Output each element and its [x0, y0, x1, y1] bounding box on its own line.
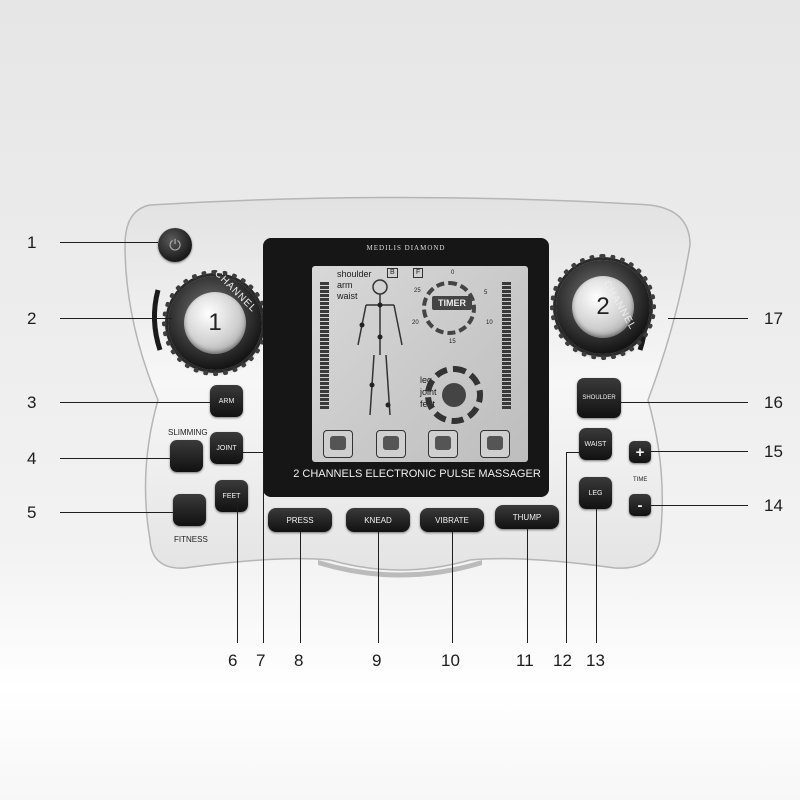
timer-tick-5: 5 — [484, 290, 488, 296]
time-label: TIME — [633, 477, 648, 483]
callout-line-1 — [60, 242, 158, 243]
callout-number-9: 9 — [372, 651, 382, 670]
timer-tick-10: 10 — [486, 320, 493, 326]
callout-line-15 — [651, 451, 748, 452]
lcd-label-arm: arm — [337, 280, 353, 290]
callout-number-2: 2 — [27, 309, 37, 328]
callout-line-14 — [651, 505, 748, 506]
callout-line-6 — [237, 505, 238, 643]
channel-1-number: 1 — [208, 309, 222, 336]
callout-line-3 — [60, 402, 210, 403]
callout-line-11 — [527, 529, 528, 643]
timer-tick-15: 15 — [449, 339, 456, 345]
body-figure-icon — [357, 279, 403, 416]
callout-line-12-horizontal — [566, 452, 580, 453]
channel-2-knob[interactable]: 2 CHANNEL — [550, 254, 656, 360]
time-plus-button[interactable]: + — [629, 441, 651, 463]
joint-button[interactable]: JOINT — [210, 432, 243, 464]
callout-line-8 — [300, 532, 301, 643]
callout-number-12: 12 — [553, 651, 572, 670]
channel-1-knob[interactable]: 1 CHANNEL — [162, 268, 268, 376]
callout-line-10 — [452, 532, 453, 643]
lcd-thump-icon — [480, 430, 510, 458]
feet-button[interactable]: FEET — [215, 480, 248, 512]
arm-button[interactable]: ARM — [210, 385, 243, 417]
callout-number-11: 11 — [516, 651, 534, 670]
knead-button[interactable]: KNEAD — [346, 508, 410, 532]
callout-line-2 — [60, 318, 172, 319]
power-icon: ⏻ — [169, 236, 181, 254]
waist-button[interactable]: WAIST — [579, 428, 612, 460]
channel-2-number: 2 — [596, 293, 610, 320]
callout-number-8: 8 — [294, 651, 304, 670]
timer-tick-25: 25 — [414, 288, 421, 294]
lcd-display — [312, 266, 528, 462]
device-title-strip: 2 CHANNELS ELECTRONIC PULSE MASSAGER — [293, 468, 541, 480]
callout-line-4 — [60, 458, 170, 459]
timer-label: TIMER — [432, 296, 472, 310]
timer-dial — [422, 281, 476, 335]
callout-line-12-vertical — [566, 452, 567, 643]
lcd-label-leg: leg — [420, 375, 433, 385]
lcd-level-bar-left — [320, 282, 329, 410]
callout-number-13: 13 — [586, 651, 605, 670]
press-button[interactable]: PRESS — [268, 508, 332, 532]
lcd-level-bar-right — [502, 282, 511, 410]
channel-2-knob-face: 2 — [572, 276, 634, 338]
timer-tick-20: 20 — [412, 320, 419, 326]
callout-number-15: 15 — [764, 442, 783, 461]
callout-number-14: 14 — [764, 496, 783, 515]
callout-number-3: 3 — [27, 393, 37, 412]
lcd-knead-icon — [376, 430, 406, 458]
callout-number-6: 6 — [228, 651, 238, 670]
lcd-label-shoulder: shoulder — [337, 269, 372, 279]
lcd-box-f: F — [413, 268, 424, 278]
fitness-button[interactable] — [173, 494, 206, 526]
time-minus-button[interactable]: - — [629, 494, 651, 516]
callout-line-17 — [668, 318, 748, 319]
callout-line-7-horizontal — [243, 452, 264, 453]
callout-line-7-vertical — [263, 452, 264, 643]
shoulder-button[interactable]: SHOULDER — [577, 378, 621, 418]
callout-number-17: 17 — [764, 309, 783, 328]
channel-1-knob-face: 1 — [184, 292, 246, 354]
slimming-label: SLIMMING — [168, 428, 208, 437]
callout-number-10: 10 — [441, 651, 460, 670]
fitness-label: FITNESS — [174, 535, 208, 544]
lcd-box-b: B — [387, 268, 398, 278]
callout-number-16: 16 — [764, 393, 783, 412]
callout-number-1: 1 — [27, 233, 37, 252]
mode-ring-indicator — [425, 366, 483, 424]
leg-button[interactable]: LEG — [579, 477, 612, 509]
callout-line-5 — [60, 512, 173, 513]
lcd-press-icon — [323, 430, 353, 458]
vibrate-button[interactable]: VIBRATE — [420, 508, 484, 532]
callout-number-5: 5 — [27, 503, 37, 522]
power-button[interactable]: ⏻ — [158, 228, 192, 262]
brand-name: MEDILIS DIAMOND — [366, 244, 446, 252]
callout-line-9 — [378, 532, 379, 643]
thump-button[interactable]: THUMP — [495, 505, 559, 529]
mode-core-icon — [442, 383, 466, 407]
slimming-button[interactable] — [170, 440, 203, 472]
lcd-vibrate-icon — [428, 430, 458, 458]
callout-number-4: 4 — [27, 449, 37, 468]
lcd-label-waist: waist — [337, 291, 358, 301]
callout-line-16 — [621, 402, 748, 403]
timer-tick-0: 0 — [451, 270, 455, 276]
callout-line-13 — [596, 509, 597, 643]
callout-number-7: 7 — [256, 651, 266, 670]
